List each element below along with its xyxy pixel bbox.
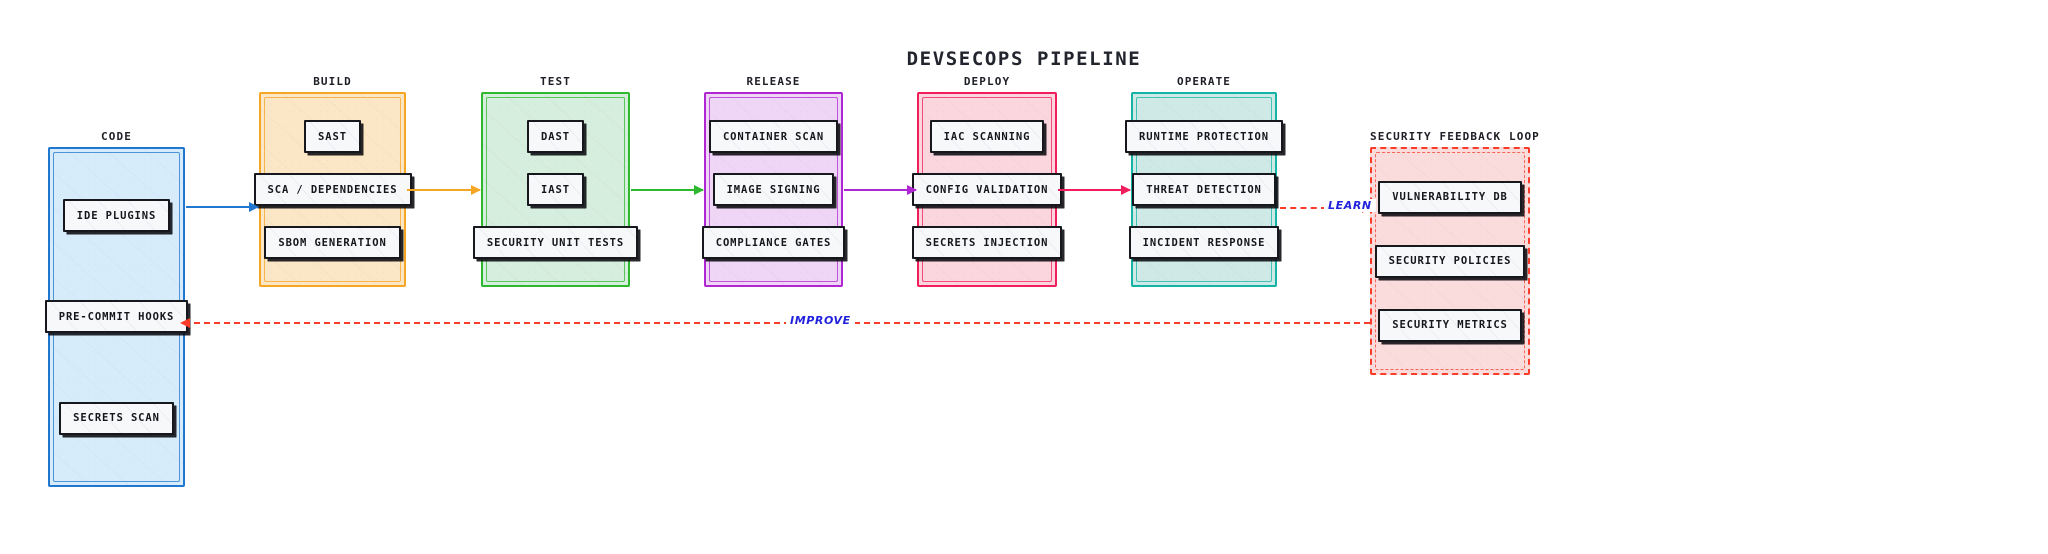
stage-items-operate: RUNTIME PROTECTION THREAT DETECTION INCIDE… xyxy=(1125,94,1283,285)
stage-release[interactable]: CONTAINER SCAN IMAGE SIGNING COMPLIANCE GA… xyxy=(701,92,846,287)
stage-label-build: BUILD xyxy=(313,75,352,88)
feedback-line-improve xyxy=(184,322,1370,324)
feedback-label-improve: IMPROVE xyxy=(786,314,855,327)
stage-feedback[interactable]: VULNERABILITY DB SECURITY POLICIES SECURIT… xyxy=(1370,147,1530,375)
arrow-code-to-build xyxy=(186,202,259,213)
stage-item[interactable]: IMAGE SIGNING xyxy=(712,173,835,206)
arrow-deploy-to-operate xyxy=(1058,185,1131,196)
stage-label-deploy: DEPLOY xyxy=(963,75,1011,88)
stage-items-deploy: IAC SCANNING CONFIG VALIDATION SECRETS INJ… xyxy=(911,94,1063,285)
arrow-build-to-test xyxy=(407,185,481,196)
stage-item[interactable]: SCA / DEPENDENCIES xyxy=(253,173,412,206)
stage-item[interactable]: SECRETS SCAN xyxy=(59,401,174,435)
stage-label-feedback: SECURITY FEEDBACK LOOP xyxy=(1370,130,1540,143)
stage-item[interactable]: IAC SCANNING xyxy=(929,120,1045,153)
stage-items-test: DAST IAST SECURITY UNIT TESTS xyxy=(472,94,639,285)
stage-item[interactable]: CONTAINER SCAN xyxy=(708,120,839,153)
stage-test[interactable]: DAST IAST SECURITY UNIT TESTS xyxy=(472,92,639,287)
stage-item[interactable]: INCIDENT RESPONSE xyxy=(1128,226,1280,259)
stage-label-code: CODE xyxy=(101,130,132,143)
stage-item[interactable]: DAST xyxy=(527,120,584,153)
stage-label-operate: OPERATE xyxy=(1176,75,1232,88)
stage-operate[interactable]: RUNTIME PROTECTION THREAT DETECTION INCIDE… xyxy=(1125,92,1283,287)
stage-build[interactable]: SAST SCA / DEPENDENCIES SBOM GENERATION xyxy=(253,92,412,287)
stage-item[interactable]: SECURITY POLICIES xyxy=(1374,244,1526,278)
stage-item[interactable]: CONFIG VALIDATION xyxy=(911,173,1063,206)
feedback-arrowhead-improve xyxy=(180,317,190,328)
stage-item[interactable]: IDE PLUGINS xyxy=(62,199,171,233)
stage-item[interactable]: THREAT DETECTION xyxy=(1132,173,1276,206)
stage-item[interactable]: COMPLIANCE GATES xyxy=(701,226,846,259)
stage-items-code: IDE PLUGINS PRE-COMMIT HOOKS SECRETS SCAN xyxy=(44,149,189,485)
feedback-label-learn: LEARN xyxy=(1324,199,1376,212)
stage-label-test: TEST xyxy=(540,75,571,88)
stage-code[interactable]: IDE PLUGINS PRE-COMMIT HOOKS SECRETS SCAN xyxy=(44,147,189,487)
stage-item[interactable]: SECURITY UNIT TESTS xyxy=(472,226,639,259)
stage-item[interactable]: RUNTIME PROTECTION xyxy=(1125,120,1283,153)
stage-item[interactable]: VULNERABILITY DB xyxy=(1378,180,1522,214)
stage-items-release: CONTAINER SCAN IMAGE SIGNING COMPLIANCE GA… xyxy=(701,94,846,285)
stage-item[interactable]: SECURITY METRICS xyxy=(1378,308,1522,342)
arrow-release-to-deploy xyxy=(844,185,917,196)
stage-item[interactable]: SECRETS INJECTION xyxy=(911,226,1063,259)
arrow-test-to-release xyxy=(631,185,704,196)
stage-item[interactable]: PRE-COMMIT HOOKS xyxy=(44,300,189,334)
stage-deploy[interactable]: IAC SCANNING CONFIG VALIDATION SECRETS INJ… xyxy=(911,92,1063,287)
stage-item[interactable]: SAST xyxy=(304,120,361,153)
stage-items-build: SAST SCA / DEPENDENCIES SBOM GENERATION xyxy=(253,94,412,285)
stage-label-release: RELEASE xyxy=(746,75,801,88)
stage-items-feedback: VULNERABILITY DB SECURITY POLICIES SECURIT… xyxy=(1372,149,1528,373)
stage-item[interactable]: SBOM GENERATION xyxy=(264,226,401,259)
stage-item[interactable]: IAST xyxy=(527,173,584,206)
page-title: DEVSECOPS PIPELINE xyxy=(906,48,1142,70)
